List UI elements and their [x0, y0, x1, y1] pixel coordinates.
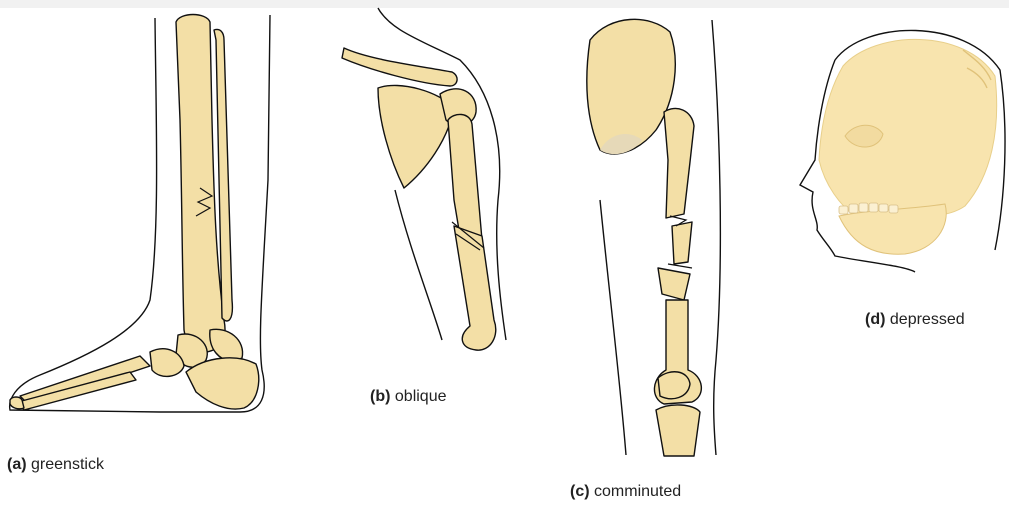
caption-c-label: comminuted — [594, 483, 681, 500]
caption-b: (b) oblique — [370, 388, 447, 406]
skull-illustration — [795, 10, 1009, 290]
ankle-bone — [210, 329, 243, 362]
clavicle-bone — [342, 48, 457, 86]
panel-greenstick-leg — [0, 0, 300, 440]
fracture-line-2 — [668, 264, 692, 268]
caption-c-letter: (c) — [570, 483, 590, 500]
panel-oblique-arm — [330, 0, 530, 370]
caption-a: (a) greenstick — [7, 456, 104, 474]
femur-fragment-1 — [672, 222, 692, 264]
tibia-bone — [656, 405, 700, 456]
caption-a-label: greenstick — [31, 456, 104, 473]
skull-cranium — [819, 39, 997, 216]
femur-fragment-2 — [658, 268, 690, 300]
caption-d-label: depressed — [890, 311, 965, 328]
toe-bone — [10, 397, 24, 409]
caption-c: (c) comminuted — [570, 483, 681, 501]
panel-comminuted-thigh — [580, 0, 740, 460]
caption-a-letter: (a) — [7, 456, 27, 473]
femur-upper-fragment — [664, 108, 694, 218]
panel-depressed-skull — [795, 10, 1009, 290]
patella-bone — [658, 372, 690, 399]
caption-d: (d) depressed — [865, 311, 965, 329]
arm-illustration — [330, 0, 530, 370]
humerus-upper-fragment — [448, 114, 482, 248]
thigh-skin-outline — [712, 20, 720, 455]
leg-illustration — [0, 0, 300, 440]
caption-b-label: oblique — [395, 388, 447, 405]
pelvis-bone — [587, 19, 675, 154]
thigh-skin-inner — [600, 200, 626, 455]
thigh-illustration — [580, 0, 740, 460]
caption-b-letter: (b) — [370, 388, 390, 405]
humerus-lower-fragment — [454, 226, 496, 350]
heel-bone — [186, 358, 259, 409]
arm-skin-outline-inner — [395, 190, 442, 340]
caption-d-letter: (d) — [865, 311, 885, 328]
